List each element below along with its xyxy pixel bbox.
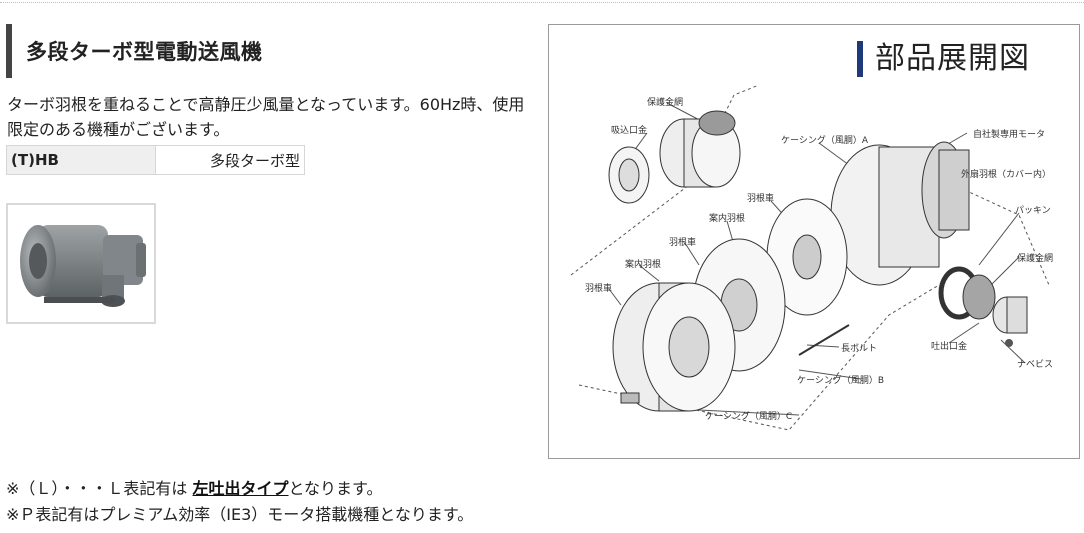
spec-table: (T)HB 多段ターボ型 [6,145,305,175]
label-casing-a: ケーシング（風胴）A [781,136,868,146]
label-motor: 自社製専用モータ [973,130,1046,140]
blower-photo-image [20,225,146,307]
note-left-outlet: ※（Ｌ）・・・Ｌ表記有は 左吐出タイプとなります。 [6,476,473,502]
label-outlet: 吐出口金 [931,342,968,352]
product-title: 多段ターボ型電動送風機 [26,40,263,64]
top-divider [0,2,1084,3]
exploded-view-drawing [570,84,1050,431]
label-packing: パッキン [1015,206,1051,216]
label-guide-1: 案内羽根 [709,214,746,224]
product-photo[interactable] [6,203,156,324]
product-description: ターボ羽根を重ねることで高静圧少風量となっています。60Hz時、使用限定のある機… [7,95,525,139]
label-intake: 吸込口金 [611,126,648,136]
parts-diagram: 部品展開図 [548,24,1080,459]
note-1-suffix: となります。 [288,479,383,498]
table-row: (T)HB 多段ターボ型 [6,145,305,175]
note-1-prefix: ※（Ｌ）・・・Ｌ表記有は [6,479,188,498]
label-guide-2: 案内羽根 [625,260,662,270]
label-nut: ナベビス [1017,360,1054,370]
note-premium-efficiency: ※Ｐ表記有はプレミアム効率（IE3）モータ搭載機種となります。 [6,505,474,524]
label-impeller-2: 羽根車 [669,238,697,248]
notes: ※（Ｌ）・・・Ｌ表記有は 左吐出タイプとなります。 ※Ｐ表記有はプレミアム効率（… [6,476,473,528]
label-long-bolt: 長ボルト [841,344,878,354]
spec-model: (T)HB [6,145,156,175]
label-outer-fan: 外扇羽根（カバー内） [961,170,1052,180]
diagram-title: 部品展開図 [857,41,1030,77]
left-outlet-type-link[interactable]: 左吐出タイプ [192,479,289,498]
label-impeller-1: 羽根車 [747,194,775,204]
label-casing-b: ケーシング（風胴）B [797,376,884,386]
label-protect-mesh-right: 保護金網 [1017,254,1054,264]
label-impeller-3: 羽根車 [585,284,613,294]
spec-type: 多段ターボ型 [155,145,305,175]
label-protect-mesh-top: 保護金網 [647,98,684,108]
section-heading: 多段ターボ型電動送風機 [6,24,263,78]
label-casing-c: ケーシング（風胴）C [705,412,793,422]
